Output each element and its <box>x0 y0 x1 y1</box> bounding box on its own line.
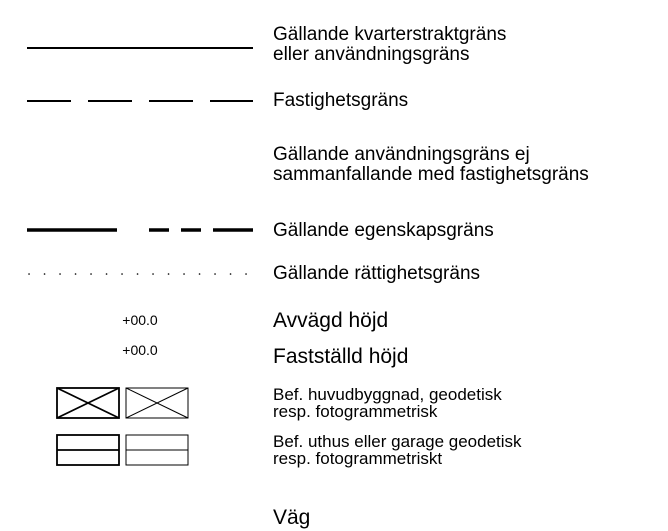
thick-dash-line-symbol <box>27 228 253 232</box>
legend-label-road: Väg <box>273 506 311 529</box>
legend-label-rights-boundary: Gällande rättighetsgräns <box>273 263 481 284</box>
legend-label-main-building: Bef. huvudbyggnad, geodetisk resp. fotog… <box>273 385 502 421</box>
dotted-line-symbol <box>28 273 254 275</box>
legend-label-block-boundary: Gällande kvarterstraktgräns eller använd… <box>273 24 507 65</box>
long-dash-line-symbol <box>27 100 253 102</box>
legend-label-use-boundary: Gällande användningsgräns ej sammanfalla… <box>273 144 589 185</box>
legend-label-established-height: Fastställd höjd <box>273 345 409 368</box>
outbuilding-symbol <box>56 434 189 466</box>
levelled-height-symbol: +00.0 <box>122 312 158 328</box>
legend-label-property-boundary: Fastighetsgräns <box>273 90 409 111</box>
solid-line-symbol <box>27 47 253 49</box>
legend-label-levelled-height: Avvägd höjd <box>273 309 389 332</box>
established-height-symbol: +00.0 <box>122 342 158 358</box>
main-building-symbol <box>56 387 189 419</box>
legend-label-property-attribute-boundary: Gällande egenskapsgräns <box>273 220 494 241</box>
legend-label-outbuilding: Bef. uthus eller garage geodetisk resp. … <box>273 432 522 468</box>
